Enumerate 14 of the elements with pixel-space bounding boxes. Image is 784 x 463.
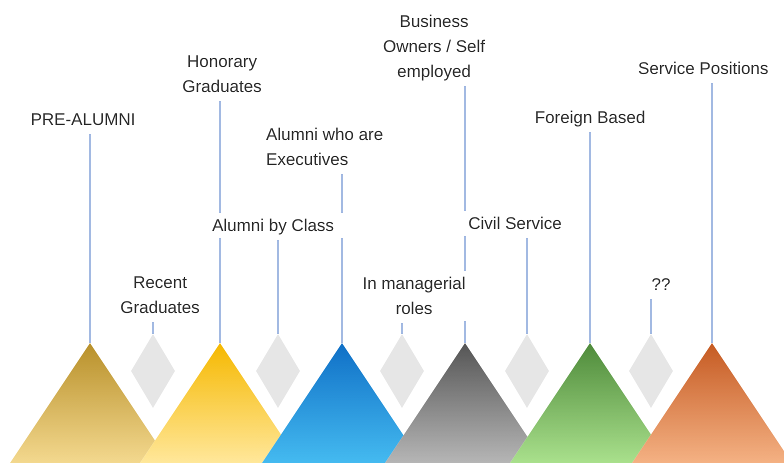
triangle-shape bbox=[510, 343, 651, 463]
triangle-shape bbox=[632, 343, 784, 463]
triangle-shape bbox=[385, 343, 528, 463]
leader-line bbox=[650, 298, 652, 334]
diamond-shape bbox=[256, 334, 300, 408]
triangle-shape bbox=[10, 343, 155, 463]
leader-line bbox=[152, 322, 154, 334]
diamond-shape bbox=[629, 334, 673, 408]
triangle-shape bbox=[140, 343, 281, 463]
diamond-shape bbox=[380, 334, 424, 408]
diamond-shape bbox=[505, 334, 549, 408]
triangle-shape bbox=[262, 343, 404, 463]
leader-line bbox=[526, 238, 528, 334]
diamond-shape bbox=[131, 334, 175, 408]
